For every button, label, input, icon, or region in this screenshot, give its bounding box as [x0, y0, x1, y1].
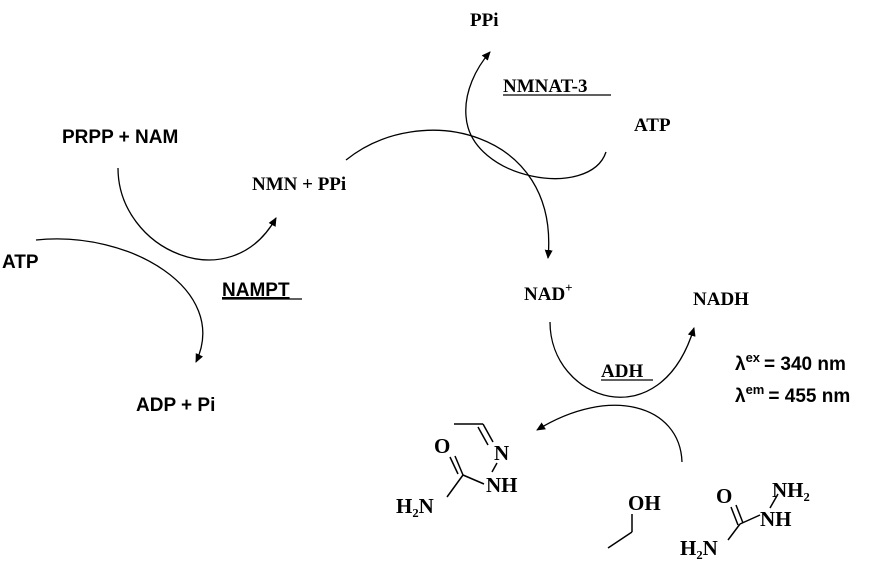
adh-nad-arc [549, 321, 696, 398]
semicarbazide-h2n-label: H₂N [680, 536, 718, 560]
hydrazone-nh-label: NH [486, 473, 518, 497]
semicarbazide-o-label: O [716, 484, 732, 508]
prpp-nam-label: PRPP + NAM [62, 127, 178, 148]
atp-right-label: ATP [634, 115, 671, 136]
adh-enzyme-label: ADH [601, 361, 643, 382]
nampt-enzyme-label: NAMPT [222, 280, 290, 301]
semicarbazide-nh2-label: NH₂ [772, 478, 810, 502]
nampt-substrate-arc [117, 167, 277, 261]
semicarbazide-nh-label: NH [760, 507, 792, 531]
hydrazone-o-label: O [434, 434, 450, 458]
nmn-ppi-label: NMN + PPi [252, 174, 346, 195]
atp-left-label: ATP [2, 252, 39, 273]
hydrazone-n-label: N [494, 441, 509, 465]
excitation-wavelength: λex= 340 nm [735, 350, 846, 375]
semicarbazide-molecule: O NH NH₂ H₂N [680, 478, 810, 560]
ppi-top-label: PPi [470, 10, 499, 31]
nampt-atp-arc [35, 238, 204, 363]
nmnat3-main-arc [345, 129, 553, 259]
adp-pi-label: ADP + Pi [136, 395, 215, 416]
nadh-label: NADH [693, 289, 749, 310]
ethanol-molecule: OH [607, 491, 661, 549]
nad-label: NAD+ [524, 280, 573, 305]
adh-substrate-arc [536, 404, 683, 463]
nmnat3-atp-arc [465, 51, 607, 180]
emission-wavelength: λem= 455 nm [735, 382, 850, 407]
nmnat3-enzyme-label: NMNAT-3 [503, 76, 587, 97]
ethanol-oh-label: OH [628, 491, 661, 515]
hydrazone-h2n-label: H₂N [396, 494, 434, 518]
hydrazone-molecule: N NH O H₂N [396, 423, 518, 518]
